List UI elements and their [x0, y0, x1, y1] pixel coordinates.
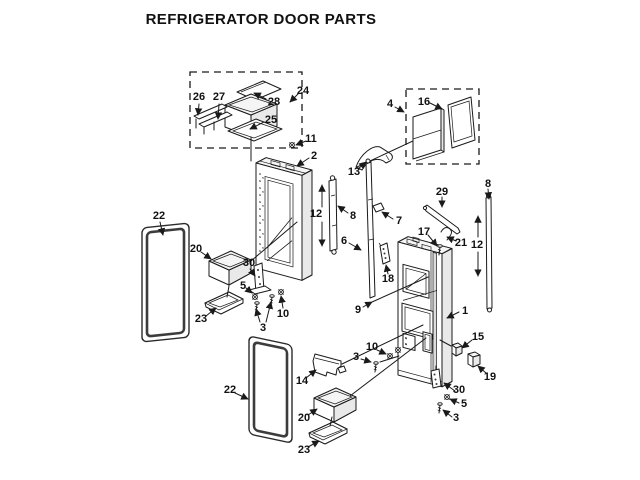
callout-24: 24: [297, 85, 310, 97]
door-tray-bottom: [308, 421, 348, 445]
dashed-parts-box-a: [189, 71, 303, 162]
callout-13: 13: [348, 166, 360, 178]
callout-12: 12: [471, 239, 483, 251]
left-door: [255, 157, 313, 281]
callout-8: 8: [350, 210, 356, 222]
callout-7: 7: [396, 215, 402, 227]
dashed-parts-box-b: [405, 88, 480, 165]
callout-12: 12: [310, 208, 322, 220]
callout-10: 10: [277, 308, 289, 320]
callout-4: 4: [387, 98, 394, 110]
screw-3-right: [437, 402, 443, 414]
callout-leaders: [157, 92, 493, 448]
callout-16: 16: [418, 96, 430, 108]
callout-5: 5: [461, 398, 467, 410]
hook-21: [440, 227, 452, 241]
callout-3: 3: [353, 351, 359, 363]
callout-6: 6: [341, 235, 347, 247]
callout-26: 26: [193, 91, 205, 103]
callout-27: 27: [213, 91, 225, 103]
callout-30: 30: [453, 384, 465, 396]
screw-3-left-a: [254, 301, 260, 313]
cap-19: [467, 351, 481, 368]
bracket-14: [312, 353, 347, 377]
door-gasket-top: [141, 222, 190, 343]
callout-22: 22: [153, 210, 165, 222]
shelf-rail-center: [365, 158, 385, 299]
callout-22: 22: [224, 384, 236, 396]
screw-10-mid-b: [394, 346, 402, 354]
rod-29: [422, 204, 461, 235]
page-title: REFRIGERATOR DOOR PARTS: [146, 11, 377, 28]
callout-1: 1: [462, 305, 468, 317]
callout-19: 19: [484, 371, 496, 383]
callout-11: 11: [305, 133, 317, 145]
callout-8: 8: [485, 178, 491, 190]
callout-15: 15: [472, 331, 484, 343]
callout-21: 21: [455, 237, 467, 249]
callout-2: 2: [311, 150, 317, 162]
door-tray-top: [204, 291, 244, 315]
callout-9: 9: [355, 304, 361, 316]
callout-28: 28: [268, 96, 280, 108]
callout-3: 3: [260, 322, 266, 334]
hinge-hole-column: [259, 173, 264, 252]
clip-15: [439, 339, 463, 357]
callout-5: 5: [240, 280, 246, 292]
callout-3: 3: [453, 412, 459, 424]
screw-5-right: [443, 393, 451, 401]
callout-14: 14: [296, 375, 309, 387]
callout-23: 23: [298, 444, 310, 456]
callout-18: 18: [382, 273, 394, 285]
callout-20: 20: [190, 243, 202, 255]
door-gasket-bottom: [248, 336, 293, 443]
screw-3-mid: [373, 361, 379, 373]
screw-10-left: [277, 288, 285, 296]
right-door: [397, 236, 453, 388]
shelf-rail-right: [485, 193, 493, 313]
door-bin-bottom: [313, 387, 357, 423]
shelf-rail-left: [328, 175, 338, 255]
callout-29: 29: [436, 186, 448, 198]
callout-25: 25: [265, 114, 277, 126]
hinge-30-right: [430, 365, 442, 389]
bracket-18: [378, 242, 391, 265]
callout-20: 20: [298, 412, 310, 424]
screw-11: [288, 141, 296, 149]
screw-5-left: [251, 293, 259, 301]
callout-17: 17: [418, 226, 430, 238]
hinge-30-left: [248, 262, 272, 295]
callout-30: 30: [243, 257, 255, 269]
callout-10: 10: [366, 341, 378, 353]
callout-23: 23: [195, 313, 207, 325]
